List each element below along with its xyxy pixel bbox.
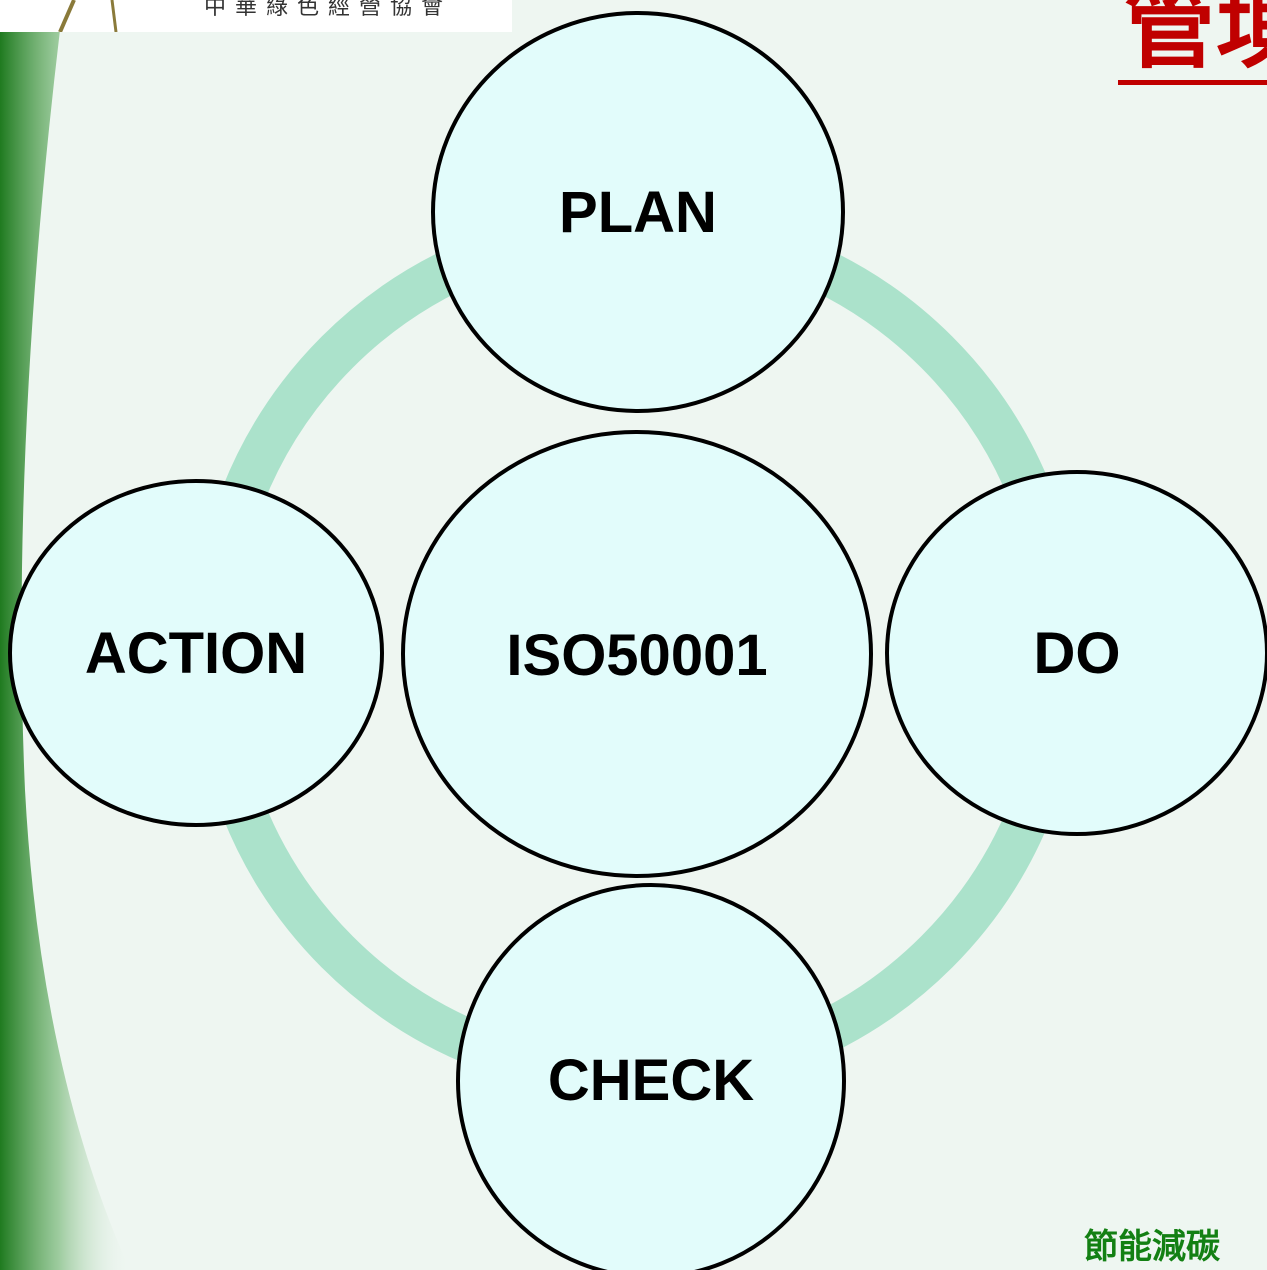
do-node: DO — [885, 470, 1267, 836]
action-node: ACTION — [8, 479, 384, 827]
plan-label: PLAN — [559, 180, 717, 245]
do-label: DO — [1034, 621, 1121, 686]
iso50001-center-node: ISO50001 — [401, 430, 873, 878]
plan-node: PLAN — [431, 11, 845, 413]
footer-text: 節能減碳 — [1084, 1227, 1220, 1267]
organization-name: 中華綠色經營協會 — [204, 0, 453, 20]
check-label: CHECK — [548, 1048, 754, 1113]
logo-mark-icon — [58, 0, 118, 32]
title-underline — [1118, 80, 1267, 85]
check-node: CHECK — [456, 883, 846, 1270]
action-label: ACTION — [85, 621, 307, 686]
slide-title: 管垻 — [1124, 0, 1267, 81]
logo-banner: 中華綠色經營協會 — [0, 0, 512, 32]
iso50001-label: ISO50001 — [506, 623, 767, 688]
